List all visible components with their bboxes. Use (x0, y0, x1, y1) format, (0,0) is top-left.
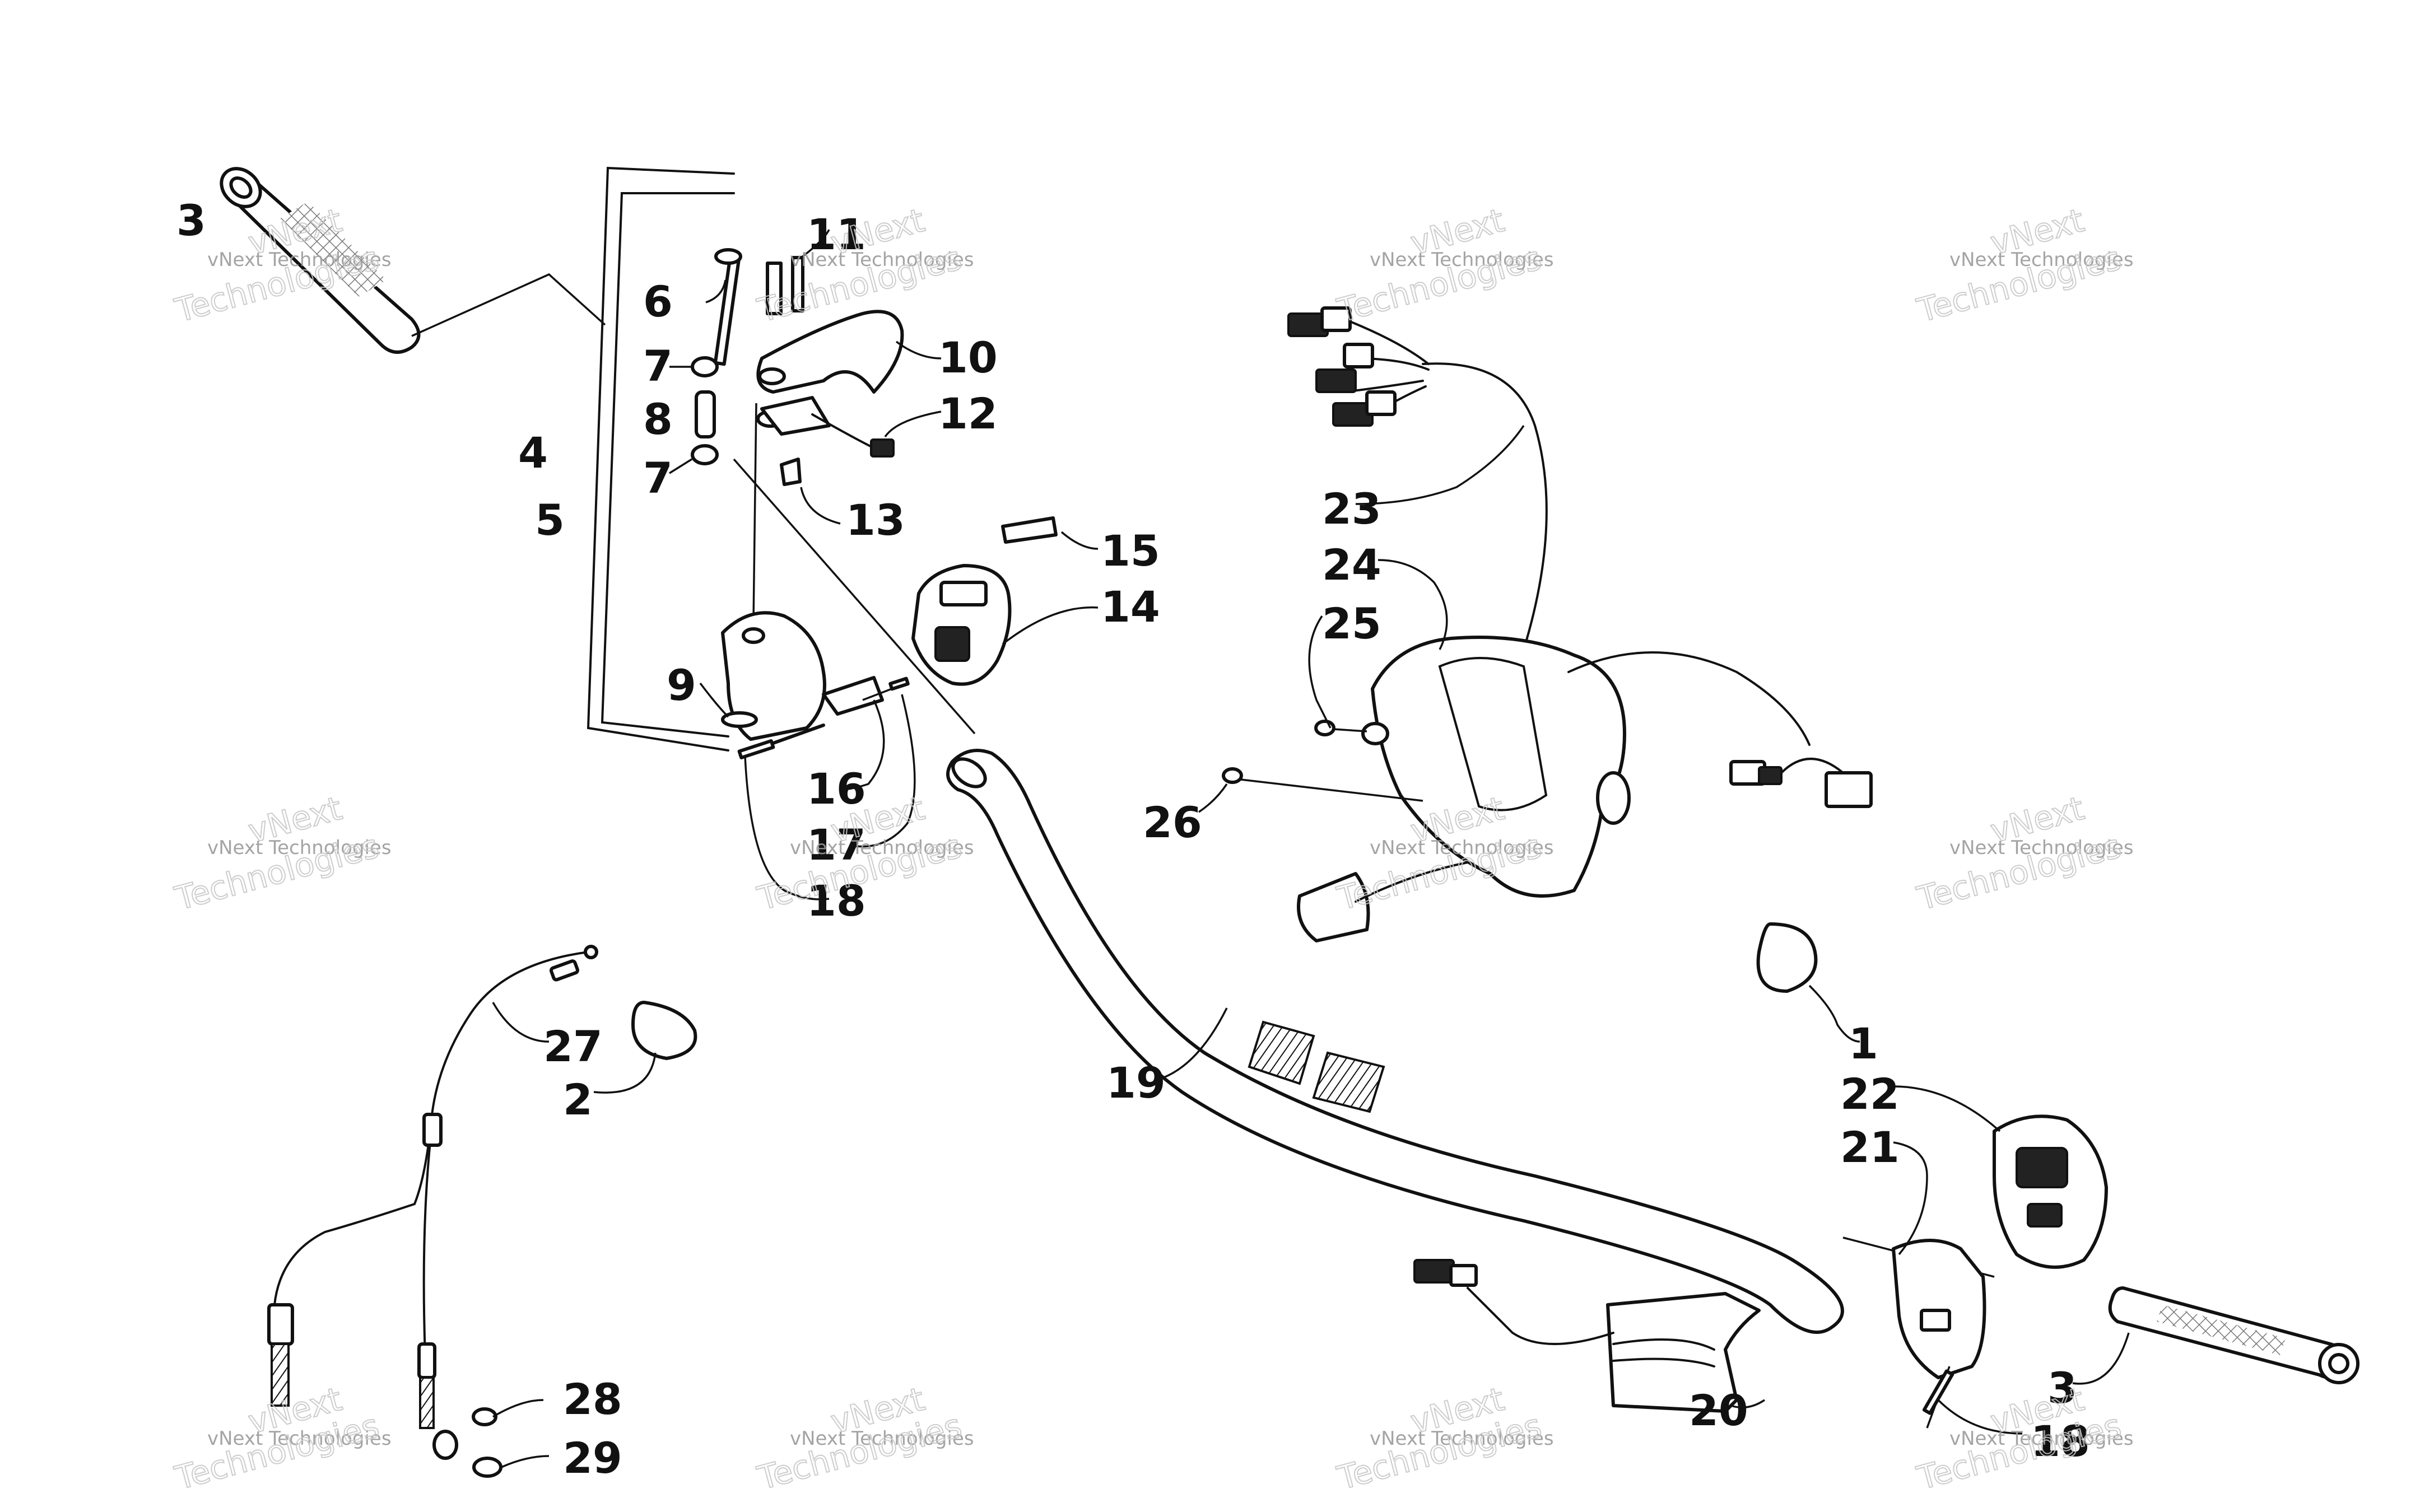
callout-labels: 3 11 6 10 7 8 12 4 7 5 13 15 14 9 16 17 … (176, 195, 2090, 1483)
svg-text:vNext Technologies: vNext Technologies (1949, 1427, 2134, 1450)
callout-11: 11 (807, 209, 866, 259)
watermark: vNext Technologies vNext Technologies (1333, 1379, 1554, 1498)
callout-28: 28 (563, 1374, 622, 1424)
leader-lines (492, 229, 2130, 1468)
handlebar (946, 749, 1844, 1334)
callout-18: 18 (2031, 1416, 2090, 1466)
svg-text:vNext Technologies: vNext Technologies (207, 1427, 392, 1450)
svg-text:vNext Technologies: vNext Technologies (1370, 249, 1554, 271)
throttle-cable (267, 945, 697, 1478)
callout-29: 29 (563, 1433, 622, 1483)
throttle-assembly (691, 248, 976, 759)
svg-text:vNext Technologies: vNext Technologies (1370, 1427, 1554, 1450)
watermark: vNext Technologies vNext Technologies (1912, 788, 2134, 918)
callout-16: 16 (807, 764, 866, 814)
right-controls (1756, 922, 2360, 1429)
callout-17: 17 (807, 820, 866, 870)
callout-22: 22 (1840, 1069, 1900, 1119)
grip-heater (1413, 1259, 1761, 1413)
switch-housing-left (911, 516, 1058, 686)
callout-21: 21 (1840, 1122, 1900, 1172)
callout-14: 14 (1101, 582, 1160, 632)
callout-15: 15 (1101, 526, 1160, 576)
svg-text:vNext Technologies: vNext Technologies (207, 249, 392, 271)
callout-3: 3 (176, 195, 206, 245)
watermark: vNext Technologies vNext Technologies (753, 1379, 974, 1498)
svg-text:vNext Technologies: vNext Technologies (1949, 249, 2134, 271)
svg-text:vNext Technologies: vNext Technologies (790, 1427, 974, 1450)
callout-25: 25 (1322, 599, 1381, 648)
callout-20: 20 (1689, 1385, 1748, 1435)
callout-27: 27 (543, 1021, 603, 1071)
svg-text:vNext Technologies: vNext Technologies (790, 837, 974, 859)
callout-9: 9 (667, 660, 696, 710)
watermark: vNext Technologies vNext Technologies (170, 788, 392, 918)
hand-grip-left (220, 167, 606, 354)
callout-13: 13 (846, 495, 905, 545)
callout-2: 2 (563, 1075, 593, 1124)
callout-3: 3 (2047, 1363, 2077, 1413)
watermark: vNext Technologies vNext Technologies (1333, 200, 1554, 330)
callout-1: 1 (1849, 1019, 1878, 1068)
callout-19: 19 (1106, 1058, 1166, 1108)
callout-12: 12 (938, 389, 998, 438)
watermark: vNext Technologies vNext Technologies (1912, 200, 2134, 330)
callout-18: 18 (807, 876, 866, 926)
svg-text:vNext Technologies: vNext Technologies (790, 249, 974, 271)
watermark: vNext Technologies vNext Technologies (1912, 1379, 2134, 1498)
callout-8: 8 (643, 394, 673, 444)
callout-5: 5 (535, 495, 565, 545)
callout-4: 4 (518, 428, 548, 478)
svg-text:vNext Technologies: vNext Technologies (207, 837, 392, 859)
wiring-harness (1222, 306, 1873, 942)
watermark: vNext Technologies vNext Technologies (170, 1379, 392, 1498)
callout-6: 6 (643, 277, 673, 326)
callout-10: 10 (938, 333, 998, 382)
callout-26: 26 (1143, 797, 1202, 847)
callout-24: 24 (1322, 540, 1381, 590)
bracket-frame (587, 166, 735, 752)
watermark: vNext Technologies vNext Technologies (753, 200, 974, 330)
callout-7: 7 (643, 341, 673, 391)
callout-7: 7 (643, 453, 673, 503)
svg-text:vNext Technologies: vNext Technologies (1370, 837, 1554, 859)
callout-23: 23 (1322, 484, 1381, 534)
svg-text:vNext Technologies: vNext Technologies (1949, 837, 2134, 859)
